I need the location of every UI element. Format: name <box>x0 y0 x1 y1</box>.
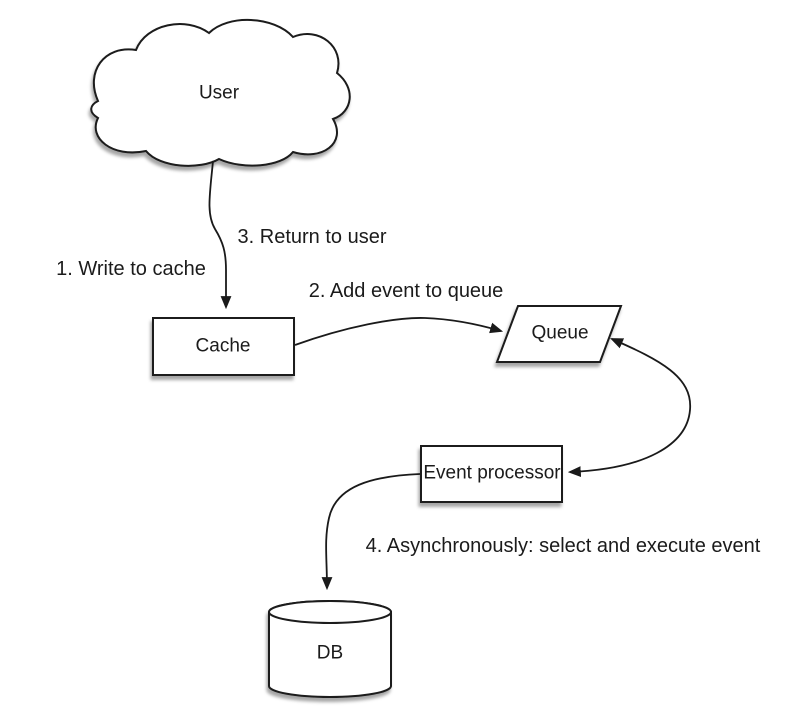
edge-user-to-cache <box>208 160 232 310</box>
queue-node-label: Queue <box>531 322 589 344</box>
cache-node-label: Cache <box>195 335 251 357</box>
edge-queue-event-processor-two-way <box>567 338 691 477</box>
cache-box-shape <box>152 317 295 376</box>
db-node-label: DB <box>316 642 344 664</box>
db-cylinder-shape <box>268 600 392 698</box>
edge-event-processor-to-db <box>321 473 421 591</box>
user-cloud-shape <box>90 18 351 167</box>
event-processor-box-shape <box>420 445 563 503</box>
edge-cache-to-queue <box>294 317 504 346</box>
event-processor-node-label: Event processor <box>423 462 561 484</box>
step4-async-execute-label: 4. Asynchronously: select and execute ev… <box>365 535 761 557</box>
user-node-label: User <box>198 82 240 104</box>
step3-return-to-user-label: 3. Return to user <box>237 226 387 248</box>
step2-add-event-to-queue-label: 2. Add event to queue <box>308 280 504 302</box>
step1-write-to-cache-label: 1. Write to cache <box>56 258 206 280</box>
